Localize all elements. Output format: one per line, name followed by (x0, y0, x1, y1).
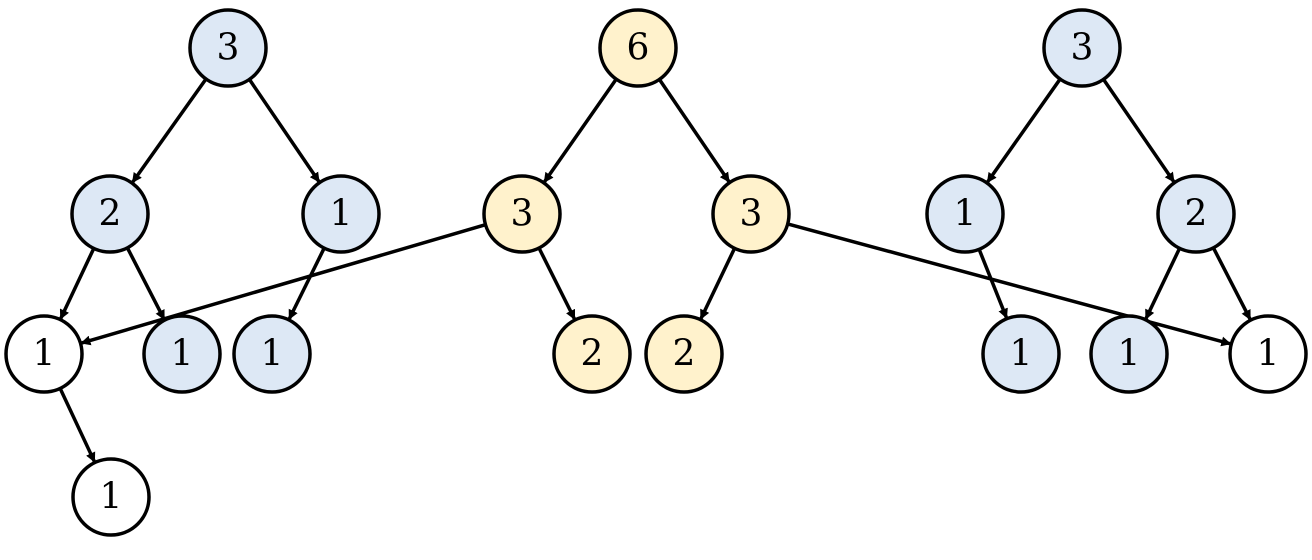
node-r-root: 3 (1042, 8, 1122, 88)
node-circle-m-root (598, 8, 678, 88)
node-label-r-c: 1 (1010, 334, 1033, 375)
node-circle-l-a (70, 174, 150, 254)
node-label-r-a: 1 (954, 194, 977, 235)
edge-m-root-to-m-b (657, 78, 731, 183)
edge-r-a-to-r-c (977, 248, 1009, 319)
node-label-r-d: 1 (1118, 334, 1141, 375)
edge-l-b-to-l-e (287, 247, 326, 320)
node-label-r-b: 2 (1185, 194, 1208, 235)
edge-r-b-to-r-e (1211, 246, 1252, 321)
edge-m-b-to-r-e (787, 222, 1232, 347)
node-m-root: 6 (598, 8, 678, 88)
node-circle-r-b (1156, 174, 1236, 254)
edge-l-c-to-l-f (58, 387, 97, 463)
node-label-r-root: 3 (1071, 28, 1094, 69)
edge-r-b-to-r-d (1144, 247, 1182, 320)
node-l-f: 1 (71, 457, 151, 537)
node-circle-r-e (1228, 314, 1308, 394)
node-l-root: 3 (188, 8, 268, 88)
node-r-b: 2 (1156, 174, 1236, 254)
node-circle-r-root (1042, 8, 1122, 88)
node-label-r-e: 1 (1257, 334, 1280, 375)
node-circle-m-a (482, 174, 562, 254)
node-label-l-a: 2 (99, 194, 122, 235)
node-circle-l-c (4, 314, 84, 394)
edge-l-root-to-l-b (247, 78, 321, 183)
node-label-m-d: 2 (673, 334, 696, 375)
edges-layer (58, 77, 1252, 463)
node-circle-m-b (711, 174, 791, 254)
node-m-c: 2 (552, 314, 632, 394)
node-circle-r-c (981, 314, 1061, 394)
edge-r-root-to-r-b (1102, 78, 1176, 183)
edge-m-a-to-l-c (80, 223, 487, 346)
edge-m-root-to-m-a (542, 78, 618, 184)
node-label-m-a: 3 (511, 194, 534, 235)
node-m-b: 3 (711, 174, 791, 254)
node-label-l-root: 3 (217, 28, 240, 69)
node-r-a: 1 (925, 174, 1005, 254)
node-l-d: 1 (142, 314, 222, 394)
node-circle-l-d (142, 314, 222, 394)
node-circle-m-d (644, 314, 724, 394)
node-circle-l-root (188, 8, 268, 88)
node-l-b: 1 (301, 174, 381, 254)
node-circle-r-a (925, 174, 1005, 254)
node-label-l-f: 1 (100, 477, 123, 518)
node-label-m-b: 3 (740, 194, 763, 235)
node-l-c: 1 (4, 314, 84, 394)
edge-l-a-to-l-d (125, 246, 166, 321)
node-circle-m-c (552, 314, 632, 394)
node-label-l-e: 1 (261, 334, 284, 375)
edge-l-a-to-l-c (59, 247, 96, 320)
node-circle-l-e (232, 314, 312, 394)
node-label-l-b: 1 (330, 194, 353, 235)
node-r-d: 1 (1089, 314, 1169, 394)
node-label-l-c: 1 (33, 334, 56, 375)
node-m-d: 2 (644, 314, 724, 394)
node-circle-r-d (1089, 314, 1169, 394)
nodes-layer: 3 2 1 1 1 1 1 6 3 3 2 2 3 1 2 1 1 1 (4, 8, 1308, 537)
node-circle-l-f (71, 457, 151, 537)
node-r-c: 1 (981, 314, 1061, 394)
edge-m-b-to-m-d (699, 247, 737, 320)
node-label-l-d: 1 (171, 334, 194, 375)
node-label-m-c: 2 (581, 334, 604, 375)
node-r-e: 1 (1228, 314, 1308, 394)
node-l-a: 2 (70, 174, 150, 254)
node-m-a: 3 (482, 174, 562, 254)
edge-r-root-to-r-a (986, 78, 1062, 184)
edge-l-root-to-l-a (131, 77, 208, 184)
node-circle-l-b (301, 174, 381, 254)
edge-m-a-to-m-c (537, 247, 577, 321)
node-l-e: 1 (232, 314, 312, 394)
node-label-m-root: 6 (627, 28, 650, 69)
